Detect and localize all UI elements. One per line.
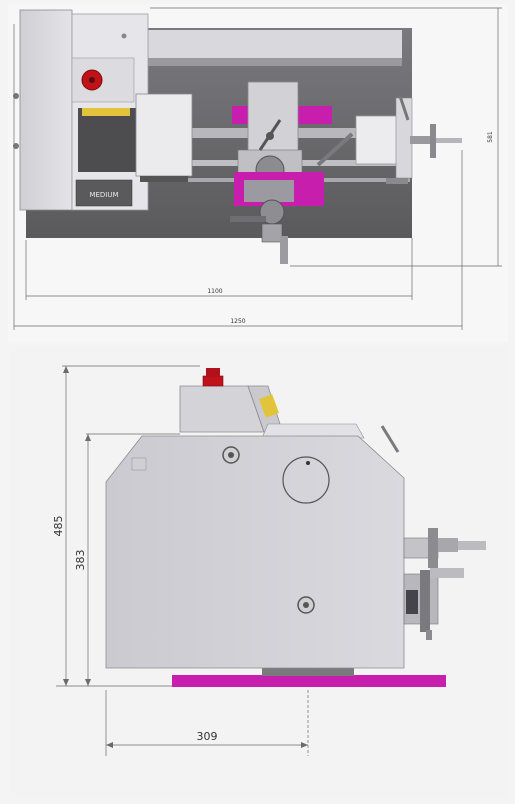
control-switch	[259, 394, 279, 418]
headstock-side-body	[105, 435, 405, 669]
chuck-guard-window	[78, 108, 136, 172]
side-tab	[131, 457, 147, 471]
gear-cover-screw	[306, 461, 310, 465]
chuck-guard-hinge	[82, 108, 130, 116]
emergency-stop-center	[89, 77, 95, 83]
brand-badge	[75, 179, 133, 207]
handwheel-lower-handle	[430, 568, 464, 578]
apron-handle	[280, 236, 288, 264]
top-dimensions	[13, 7, 502, 330]
rear-guard-edge	[140, 58, 402, 66]
bolt-center	[228, 452, 234, 458]
dim-height-center: 383	[74, 550, 87, 571]
top-guard	[261, 423, 365, 439]
top-view: MEDIUM	[13, 7, 502, 330]
base-plate-magenta	[172, 675, 446, 687]
bed-stop	[386, 178, 408, 184]
tailstock-lock-lever	[398, 95, 410, 121]
foot-block	[262, 668, 354, 676]
apron-detail	[406, 590, 418, 614]
dim-width-inner: 1100	[207, 288, 222, 295]
dim-width-total: 1250	[230, 318, 245, 325]
handwheel-handle	[458, 541, 486, 550]
rear-guard	[140, 30, 402, 58]
side-view: 485 383 309	[52, 365, 486, 756]
emergency-stop-cap	[206, 368, 220, 377]
chip-guard	[135, 93, 193, 177]
gear-cover-circle	[282, 456, 330, 504]
lower-stem	[426, 630, 432, 640]
tailstock-handle	[436, 138, 462, 143]
compound-lever	[258, 119, 282, 151]
handwheel-upper	[428, 528, 438, 568]
tailstock-handwheel	[430, 124, 436, 158]
control-panel	[71, 57, 135, 103]
emergency-stop-icon	[202, 375, 224, 387]
bolt-center	[303, 602, 309, 608]
handwheel-lower	[420, 570, 430, 632]
dim-height-total: 485	[52, 516, 65, 537]
dim-height: 581	[487, 131, 494, 143]
headstock-screw	[121, 33, 127, 39]
cross-feed-lever	[230, 216, 266, 222]
carriage-lever	[316, 132, 354, 167]
chip-guard-base	[140, 176, 188, 182]
apron-front	[244, 180, 294, 202]
brand-badge-text: MEDIUM	[89, 191, 118, 199]
headstock-cover	[19, 9, 73, 211]
dim-depth: 309	[197, 730, 218, 743]
handwheel-knob	[438, 538, 458, 552]
headstock-knob	[13, 143, 19, 149]
tailstock-quill	[410, 136, 434, 144]
dimension-arrows	[63, 366, 308, 748]
carriage-handwheel-hub	[261, 223, 283, 243]
side-lever	[380, 425, 400, 453]
headstock-knob	[13, 93, 19, 99]
